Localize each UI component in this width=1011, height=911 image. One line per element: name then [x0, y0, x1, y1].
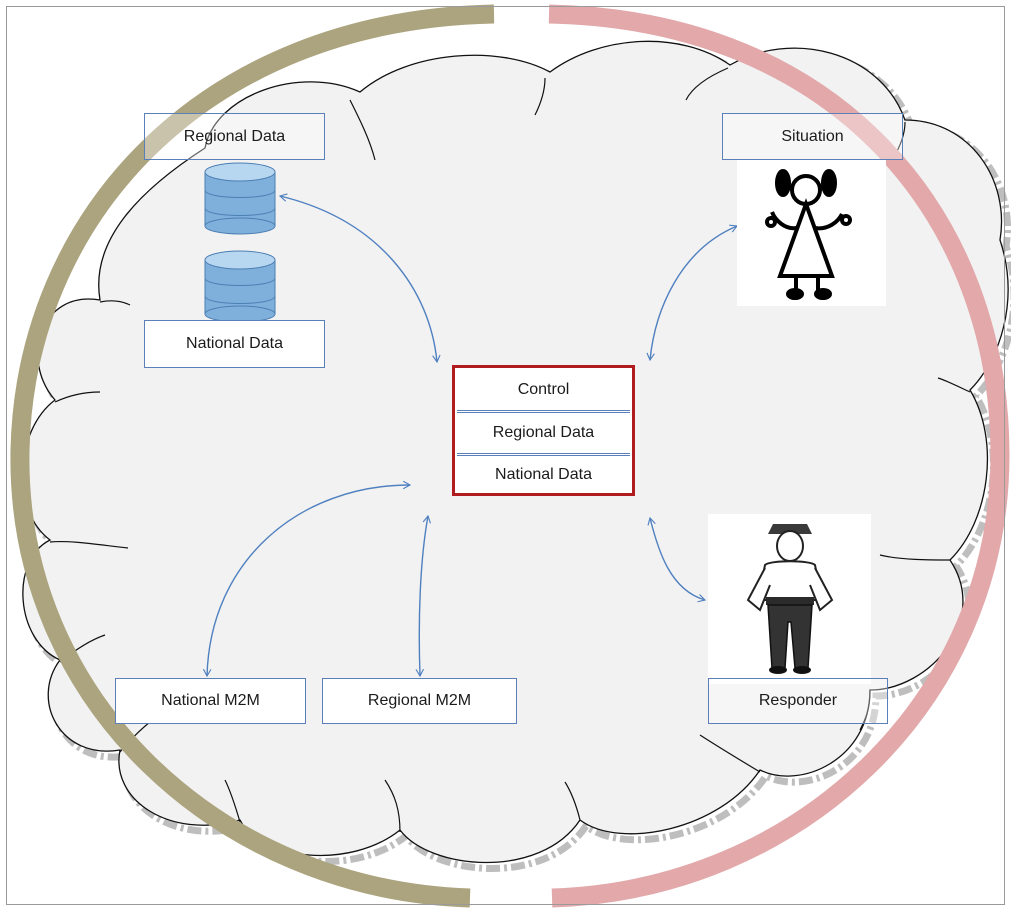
control-box: Control Regional Data National Data — [452, 365, 635, 496]
control-national-data: National Data — [495, 466, 592, 483]
national-data-label: National Data — [144, 320, 325, 368]
arrow-control-regional-m2m — [415, 514, 432, 678]
arrow-situation-control — [646, 224, 739, 362]
database-icon-regional — [204, 162, 276, 235]
girl-stick-figure-icon — [765, 169, 852, 300]
right-arc — [548, 4, 1010, 908]
arrow-control-responder — [647, 516, 707, 603]
police-officer-icon — [746, 524, 834, 674]
control-regional-data: Regional Data — [492, 424, 595, 441]
arrow-control-national-m2m — [202, 480, 412, 678]
control-title: Control — [517, 381, 570, 398]
national-m2m-label: National M2M — [115, 678, 306, 724]
control-separator — [457, 410, 630, 413]
regional-data-label: Regional Data — [144, 113, 325, 160]
control-separator — [457, 453, 630, 456]
cloud-bumps — [49, 67, 971, 833]
database-icon-national — [204, 250, 276, 323]
arrow-regional-data-control — [278, 193, 441, 364]
situation-label: Situation — [722, 113, 903, 160]
responder-label: Responder — [708, 678, 888, 724]
situation-figure-bg — [737, 160, 886, 306]
left-arc — [10, 4, 495, 908]
regional-m2m-label: Regional M2M — [322, 678, 517, 724]
